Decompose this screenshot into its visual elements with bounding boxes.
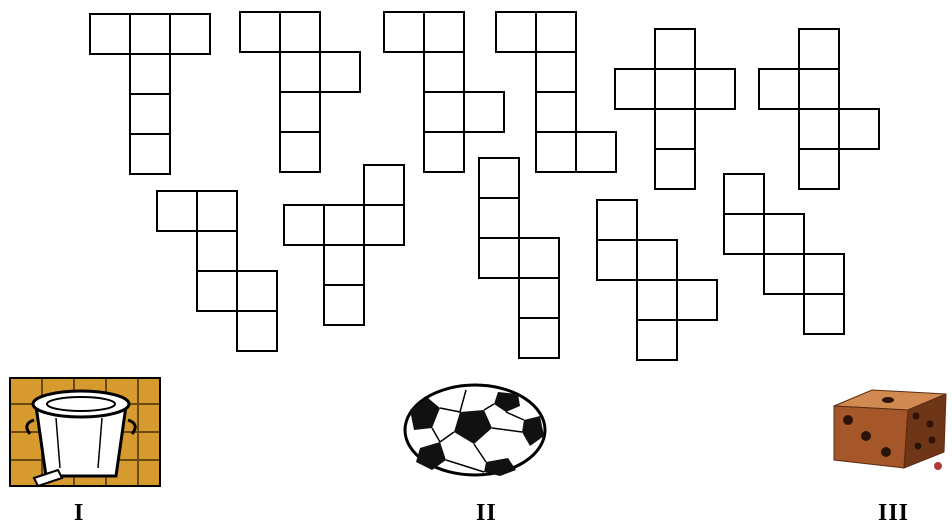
net-square [677, 280, 717, 320]
net-square [130, 54, 170, 94]
net-square [655, 149, 695, 189]
net-square [197, 191, 237, 231]
net-square [799, 149, 839, 189]
net-square [237, 271, 277, 311]
net-square [170, 14, 210, 54]
net-square [130, 134, 170, 174]
net-square [280, 132, 320, 172]
net-square [479, 238, 519, 278]
net-square [764, 214, 804, 254]
net-square [364, 165, 404, 205]
net-square [424, 12, 464, 52]
net-square [597, 240, 637, 280]
net-square [536, 92, 576, 132]
net-square [197, 271, 237, 311]
net-square [724, 174, 764, 214]
net-square [197, 231, 237, 271]
net-square [130, 14, 170, 54]
net-square [519, 238, 559, 278]
net-square [637, 240, 677, 280]
net-square [576, 132, 616, 172]
bucket-picture [10, 378, 160, 486]
net-square [519, 318, 559, 358]
net-square [240, 12, 280, 52]
net-square [496, 12, 536, 52]
net-square [280, 52, 320, 92]
net-square [724, 214, 764, 254]
ball-picture [405, 385, 545, 476]
net-square [799, 29, 839, 69]
net-square [280, 92, 320, 132]
net-square [655, 29, 695, 69]
net-square [324, 245, 364, 285]
net-square [324, 285, 364, 325]
net-square [804, 294, 844, 334]
label-iii: III [878, 500, 909, 527]
net-square [799, 69, 839, 109]
net-square [324, 205, 364, 245]
net-square [764, 254, 804, 294]
net-square [284, 205, 324, 245]
net-square [90, 14, 130, 54]
net-square [237, 311, 277, 351]
net-square [804, 254, 844, 294]
net-square [479, 158, 519, 198]
net-square [424, 92, 464, 132]
net-square [839, 109, 879, 149]
net-square [424, 52, 464, 92]
net-square [384, 12, 424, 52]
net-square [280, 12, 320, 52]
net-square [157, 191, 197, 231]
net-square [759, 69, 799, 109]
net-square [424, 132, 464, 172]
net-square [615, 69, 655, 109]
net-square [799, 109, 839, 149]
label-i: I [74, 500, 84, 527]
net-square [536, 52, 576, 92]
net-square [637, 320, 677, 360]
net-square [320, 52, 360, 92]
net-square [464, 92, 504, 132]
net-square [655, 109, 695, 149]
net-square [364, 205, 404, 245]
net-square [130, 94, 170, 134]
net-square [536, 132, 576, 172]
net-square [536, 12, 576, 52]
net-square [637, 280, 677, 320]
net-square [655, 69, 695, 109]
label-ii: II [476, 500, 497, 527]
net-square [695, 69, 735, 109]
net-square [519, 278, 559, 318]
net-square [597, 200, 637, 240]
die-picture [834, 390, 946, 470]
net-square [479, 198, 519, 238]
